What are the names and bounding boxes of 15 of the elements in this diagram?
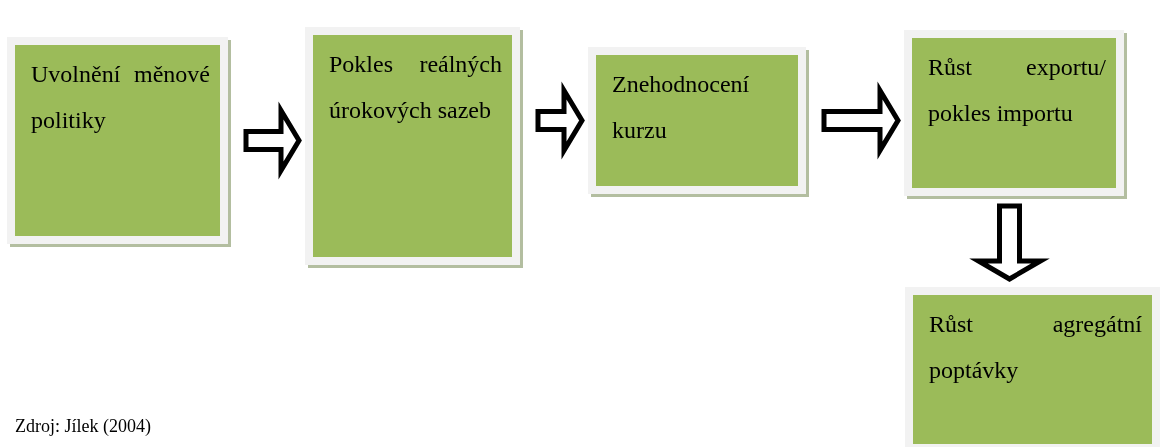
block-arrow — [243, 101, 302, 180]
process-box — [904, 30, 1124, 196]
box-text: Pokles reálných úrokových sazeb — [329, 50, 502, 125]
process-box — [305, 27, 520, 265]
block-arrow — [535, 81, 585, 160]
box-text: Růst agregátní poptávky — [929, 310, 1142, 385]
box-text: Růst exportu/ pokles importu — [928, 53, 1106, 128]
process-box — [905, 287, 1160, 447]
block-arrow — [821, 81, 901, 160]
process-box — [7, 37, 228, 244]
box-text: Znehodnocení kurzu — [612, 70, 751, 145]
process-box — [588, 47, 806, 194]
block-arrow — [969, 203, 1050, 282]
box-text: Uvolnění měnové politiky — [31, 60, 210, 135]
source-note: Zdroj: Jílek (2004) — [15, 416, 151, 437]
